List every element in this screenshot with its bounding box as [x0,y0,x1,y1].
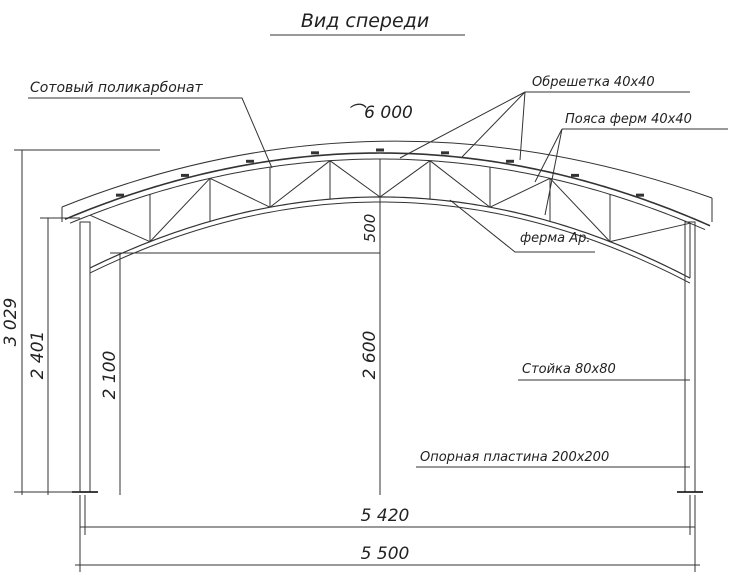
truss-web-diagonal [549,177,611,242]
dim-arc-length: ⌒6 000 [347,103,413,123]
dim-clear-height-center: 2 600 [360,331,380,380]
dim-post-height: 2 401 [28,331,48,380]
truss-web-diagonal [609,222,691,243]
leader-polycarbonate [28,97,273,169]
label-post: Стойка 80x80 [522,362,616,377]
horizontal-dimensions [75,495,700,572]
leader-truss [449,199,595,253]
arched-truss [64,148,711,284]
label-base-plate: Опорная пластина 200x200 [420,450,609,465]
label-chords: Пояса ферм 40x40 [565,112,692,127]
truss-web-diagonal [149,177,211,242]
polycarbonate-sheet-top [61,140,713,208]
lower-chord-inner [89,201,691,284]
drawing-title: Вид спереди [301,10,429,32]
truss-web-diagonal [429,160,491,208]
truss-web-diagonal [329,160,381,198]
dim-truss-depth: 500 [361,214,379,243]
truss-web-diagonal [489,177,551,208]
left-post [79,221,91,493]
label-lathing: Обрешетка 40x40 [532,75,655,90]
label-truss: ферма Ар. [520,231,591,246]
leader-lathing [399,91,526,161]
dim-inner-width: 5 420 [361,506,410,526]
truss-web-diagonal [379,160,431,198]
lower-chord [89,196,691,279]
label-polycarbonate: Сотовый поликарбонат [30,80,204,96]
truss-web-diagonal [209,177,271,208]
vertical-dimensions [14,149,395,495]
truss-web-diagonal [269,160,331,208]
upper-chord [64,152,711,227]
leader-chords [534,128,728,216]
upper-chord-inner [69,158,706,231]
dim-total-height: 3 029 [1,298,21,347]
dim-clear-height-side: 2 100 [100,351,120,400]
truss-web-diagonal [89,214,151,243]
dim-outer-width: 5 500 [361,544,410,564]
